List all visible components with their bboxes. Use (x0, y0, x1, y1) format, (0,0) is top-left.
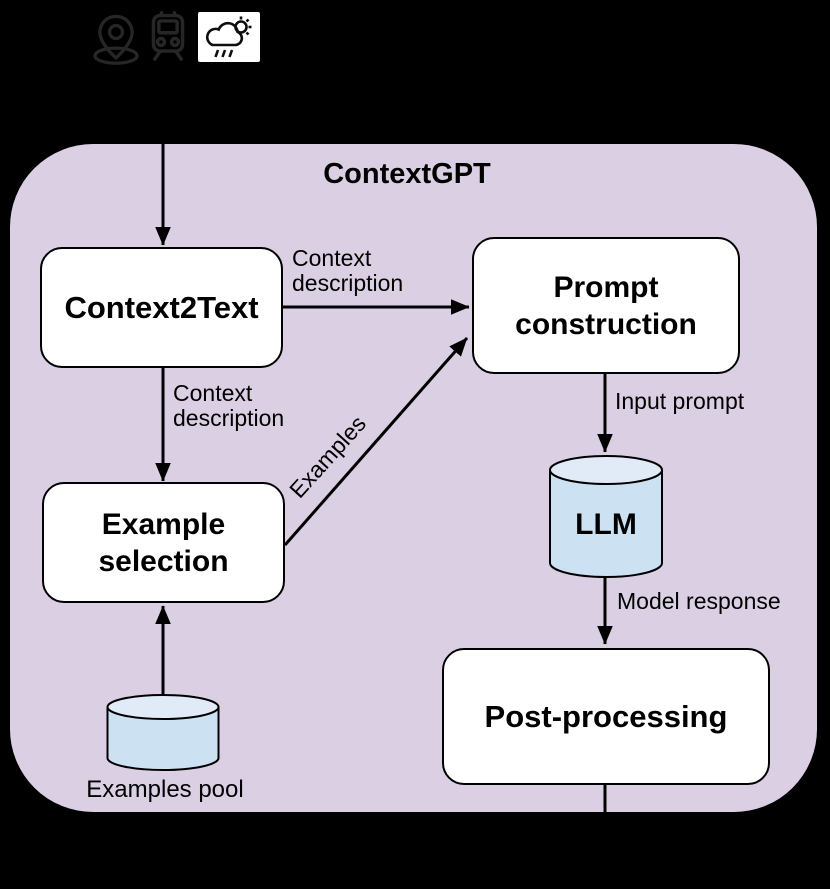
node-context2text-label: Context2Text (64, 290, 259, 325)
node-post-processing: Post-processing (442, 648, 770, 785)
train-icon (151, 11, 185, 62)
diagram-title: ContextGPT (323, 158, 491, 190)
cloud-sun-rain-icon (205, 16, 252, 58)
node-post-processing-label: Post-processing (484, 699, 728, 734)
node-example-selection-line2: selection (98, 544, 229, 578)
node-context2text: Context2Text (40, 247, 283, 368)
location-pin-icon (93, 14, 139, 65)
node-prompt-construction: Prompt construction (472, 237, 740, 374)
llm-label: LLM (575, 508, 637, 541)
examples-pool-label: Examples pool (86, 776, 244, 803)
node-prompt-construction-line2: construction (515, 307, 697, 341)
node-example-selection: Example selection (42, 482, 285, 603)
node-prompt-construction-line1: Prompt (553, 270, 659, 304)
edge-label-model-response: Model response (617, 588, 781, 614)
edge-label-context-description-down: Context description (173, 380, 285, 431)
edge-label-input-prompt: Input prompt (615, 388, 745, 414)
edge-label-context-description-right: Context description (292, 245, 404, 296)
node-example-selection-line1: Example (101, 507, 226, 541)
